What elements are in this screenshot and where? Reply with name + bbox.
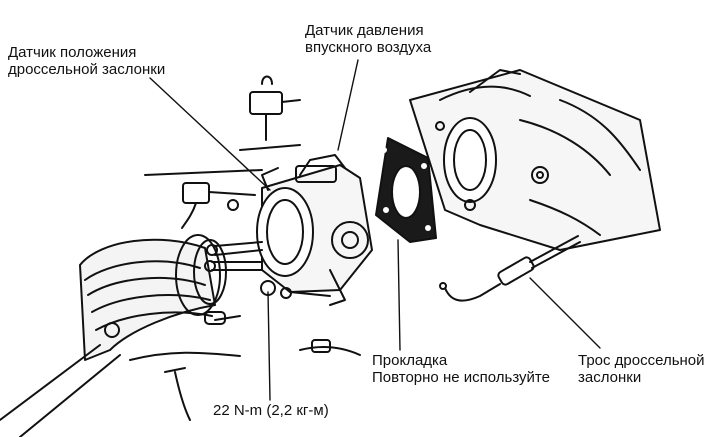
throttle-cable xyxy=(439,235,581,302)
throttle-body xyxy=(256,154,373,306)
gasket-label: Прокладка Повторно не используйте xyxy=(372,352,550,386)
gasket xyxy=(375,137,437,243)
bolts xyxy=(204,199,331,299)
intake-manifold xyxy=(409,69,661,251)
throttle-position-sensor-label: Датчик положения дроссельной заслонки xyxy=(8,44,166,78)
map-sensor-connector xyxy=(239,75,301,151)
vacuum-hoses xyxy=(129,311,361,421)
throttle-cable-label: Трос дроссельной заслонки xyxy=(578,352,705,386)
intake-pressure-sensor-label: Датчик давления впускного воздуха xyxy=(305,22,432,56)
tps-connector xyxy=(144,169,263,229)
intake-air-duct xyxy=(0,234,227,437)
leader-lines xyxy=(149,59,601,401)
torque-spec-label: 22 N-m (2,2 кг-м) xyxy=(213,402,329,419)
